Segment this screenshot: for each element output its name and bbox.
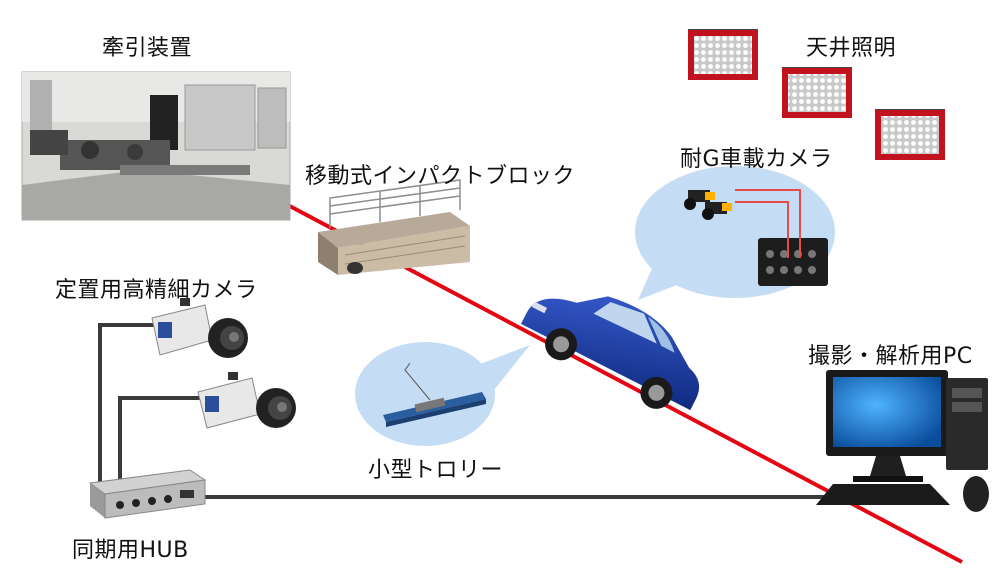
- label-g-camera: 耐G車載カメラ: [680, 147, 833, 172]
- fixed-camera-2: [197, 372, 296, 429]
- label-ceiling-light: 天井照明: [806, 36, 897, 61]
- hub-cables: [98, 323, 838, 499]
- label-fixed-camera: 定置用高精細カメラ: [55, 278, 258, 303]
- fixed-camera-1: [151, 298, 248, 358]
- label-traction-device: 牽引装置: [102, 36, 193, 61]
- label-trolley: 小型トロリー: [368, 458, 504, 483]
- sync-hub-device: [88, 469, 207, 519]
- analysis-pc: [816, 370, 989, 512]
- car-image: [521, 296, 700, 411]
- impact-block-image: [318, 179, 470, 275]
- traction-device-photo: [21, 71, 291, 221]
- label-impact-block: 移動式インパクトブロック: [305, 164, 576, 189]
- ceiling-light-2: [782, 67, 852, 118]
- label-sync-hub: 同期用HUB: [72, 538, 189, 563]
- ceiling-light-3: [875, 109, 945, 160]
- g-camera-bubble: [635, 166, 835, 300]
- trolley-bubble: [355, 342, 530, 446]
- label-analysis-pc: 撮影・解析用PC: [808, 344, 973, 369]
- ceiling-light-1: [688, 29, 758, 80]
